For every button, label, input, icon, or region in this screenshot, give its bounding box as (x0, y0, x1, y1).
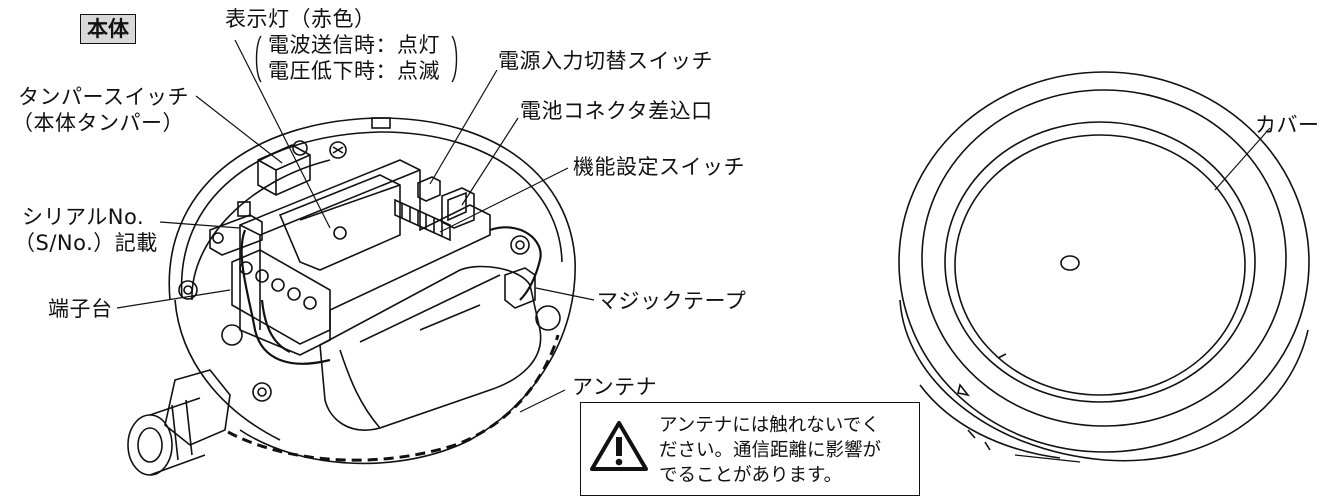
label-serial-1: シリアルNo. (22, 205, 145, 229)
label-velcro: マジックテープ (597, 289, 747, 313)
label-tamper-1: タンパースイッチ (18, 85, 189, 109)
main-unit-drawing (127, 117, 576, 476)
warning-line-2: ださい。通信距離に影響が (659, 440, 882, 461)
cover-drawing (898, 71, 1310, 463)
label-serial-2: （S/No.）記載 (14, 231, 158, 255)
warning-line-1: アンテナには触れないでく (659, 415, 880, 436)
label-indicator: 表示灯（赤色） (225, 7, 376, 31)
label-function-switch: 機能設定スイッチ (573, 155, 745, 179)
label-indicator-note-2: 電圧低下時：点滅 (268, 59, 440, 83)
label-indicator-note-1: 電波送信時：点灯 (268, 33, 440, 57)
label-cover: カバー (1255, 113, 1320, 137)
label-terminal: 端子台 (48, 297, 113, 321)
main-unit-title: 本体 (80, 14, 136, 44)
label-power-switch: 電源入力切替スイッチ (498, 49, 713, 73)
warning-triangle-icon (590, 421, 648, 471)
label-tamper-2: （本体タンパー） (12, 111, 184, 135)
warning-box: アンテナには触れないでく ださい。通信距離に影響が でることがあります。 (580, 402, 920, 496)
label-antenna: アンテナ (572, 375, 658, 399)
label-battery-connector: 電池コネクタ差込口 (520, 99, 713, 123)
warning-line-3: でることがあります。 (659, 465, 843, 486)
